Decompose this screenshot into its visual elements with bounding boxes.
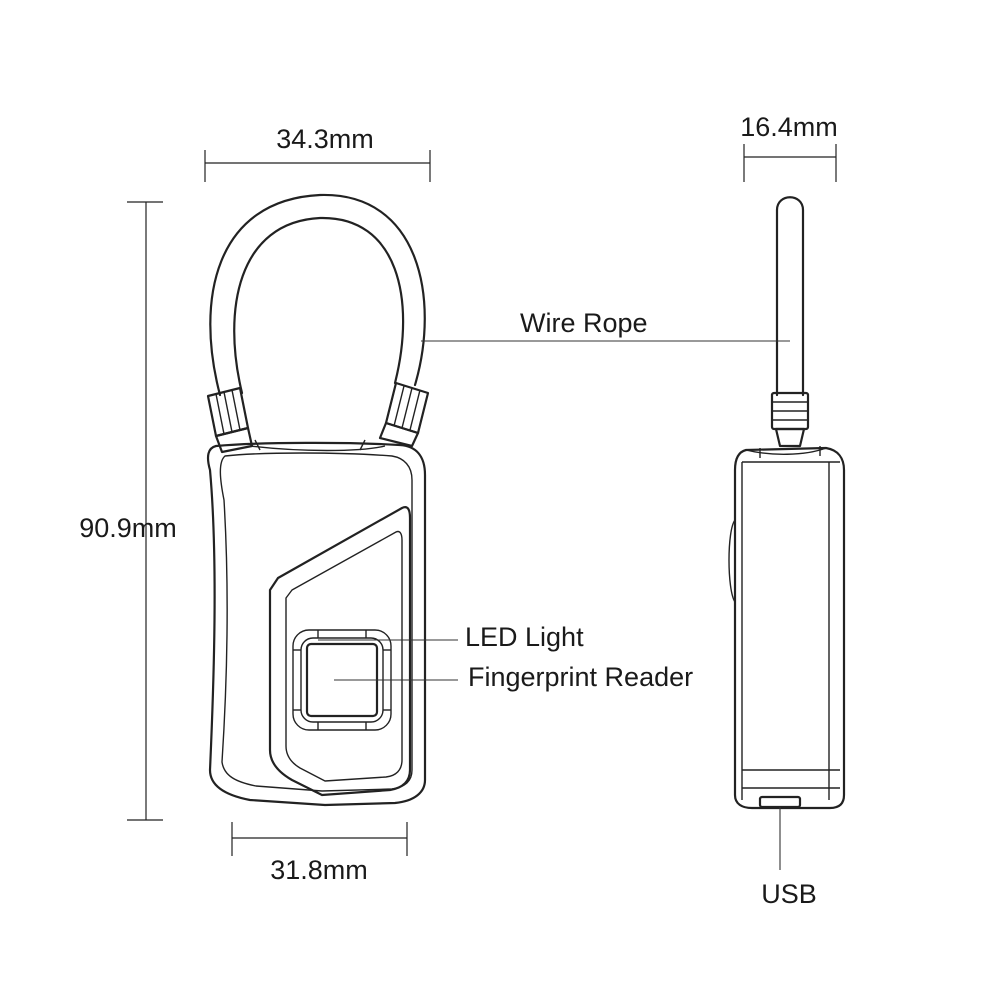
side-body-outer — [733, 446, 846, 810]
dimension-bottom-width-label: 31.8mm — [270, 855, 368, 885]
callout-led-light: LED Light — [318, 622, 584, 652]
usb-port — [758, 795, 802, 809]
callout-wire-rope: Wire Rope — [421, 308, 790, 342]
callout-fingerprint-reader: Fingerprint Reader — [334, 662, 693, 692]
callout-wire-rope-label: Wire Rope — [520, 308, 648, 338]
dimension-height: 90.9mm — [79, 201, 177, 821]
front-window-panel-outer — [268, 506, 412, 797]
dimension-top-width: 34.3mm — [204, 124, 431, 182]
callout-usb: USB — [761, 807, 817, 909]
lock-body-outer — [206, 441, 427, 807]
callout-usb-label: USB — [761, 879, 817, 909]
side-ferrule — [770, 391, 810, 448]
wire-rope-inner — [233, 216, 405, 395]
front-window-panel-inner — [285, 530, 403, 782]
padlock-side-view — [728, 196, 846, 810]
padlock-front-view — [206, 193, 430, 807]
dimension-height-label: 90.9mm — [79, 513, 177, 543]
callout-fingerprint-reader-label: Fingerprint Reader — [468, 662, 693, 692]
callout-led-light-label: LED Light — [465, 622, 584, 652]
right-ferrule — [378, 381, 430, 448]
wire-rope-outer — [209, 193, 426, 397]
dimension-side-thickness: 16.4mm — [740, 112, 838, 182]
lock-body-inner-rim — [219, 452, 413, 792]
dimension-bottom-width: 31.8mm — [231, 822, 408, 885]
side-button — [728, 519, 736, 603]
left-ferrule — [206, 386, 254, 454]
dimension-side-thickness-label: 16.4mm — [740, 112, 838, 142]
dimension-top-width-label: 34.3mm — [276, 124, 374, 154]
wire-rope-side — [775, 196, 805, 397]
